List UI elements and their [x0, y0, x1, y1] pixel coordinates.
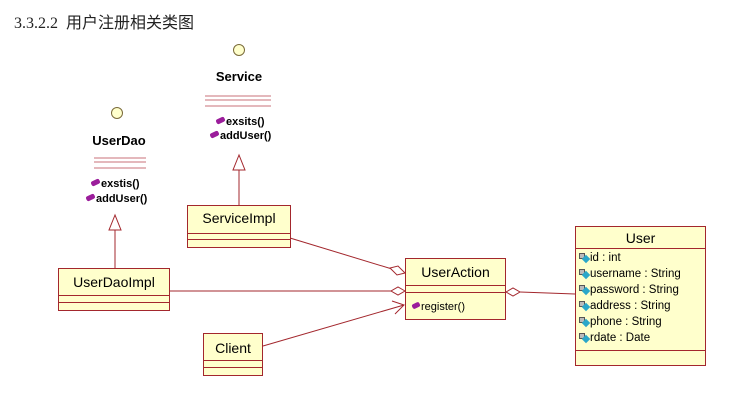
class-compartment: [576, 350, 705, 351]
useraction-class: [405, 258, 506, 320]
association-client-useraction: [262, 300, 405, 347]
user-attribute-password: password : String: [579, 284, 679, 296]
client-class: [203, 333, 263, 376]
operation-icon: [215, 116, 226, 125]
serviceimpl-class-name: ServiceImpl: [202, 210, 276, 226]
useraction-class-name: UserAction: [421, 264, 490, 280]
class-compartment: [59, 302, 169, 303]
service-operation-adduser: addUser(): [209, 130, 271, 142]
section-title: 用户注册相关类图: [66, 15, 195, 32]
user-attribute-address: address : String: [579, 300, 671, 312]
service-separators: [205, 95, 271, 107]
client-class-name: Client: [215, 340, 251, 356]
userdao-interface-name: UserDao: [92, 133, 146, 148]
user-attribute-id: id : int: [579, 252, 621, 264]
userdaoimpl-class-name: UserDaoImpl: [73, 274, 155, 290]
user-attribute-username: username : String: [579, 268, 681, 280]
service-operation-exsits: exsits(): [215, 116, 265, 128]
user-class: [575, 226, 706, 366]
userdao-interface-icon: [111, 107, 123, 119]
class-compartment: [406, 292, 505, 293]
attribute-icon: [579, 269, 591, 280]
user-attribute-rdate: rdate : Date: [579, 332, 650, 344]
aggregation-useraction-user: [504, 287, 576, 297]
section-heading: 3.3.2.2 用户注册相关类图: [14, 9, 194, 33]
attribute-icon: [579, 317, 591, 328]
userdaoimpl-class: [58, 268, 170, 311]
user-attribute-phone: phone : String: [579, 316, 662, 328]
class-compartment: [204, 367, 262, 368]
useraction-operation-register: register(): [411, 301, 465, 313]
realization-userdaoimpl-userdao: [108, 213, 122, 268]
attribute-icon: [579, 285, 591, 296]
class-compartment: [188, 233, 290, 234]
section-number: 3.3.2.2: [14, 15, 58, 32]
service-interface-name: Service: [215, 69, 263, 84]
attribute-icon: [579, 253, 591, 264]
service-interface-icon: [233, 44, 245, 56]
class-compartment: [406, 285, 505, 286]
class-compartment: [59, 295, 169, 296]
class-compartment: [576, 248, 705, 249]
attribute-icon: [579, 333, 591, 344]
serviceimpl-class: [187, 205, 291, 248]
realization-serviceimpl-service: [232, 153, 246, 206]
aggregation-useraction-serviceimpl: [289, 237, 406, 276]
aggregation-useraction-userdaoimpl: [170, 286, 407, 296]
attribute-icon: [579, 301, 591, 312]
userdao-operation-adduser: addUser(): [85, 193, 147, 205]
class-compartment: [188, 239, 290, 240]
userdao-operation-exstis: exstis(): [90, 178, 140, 190]
operation-icon: [209, 130, 220, 139]
class-compartment: [204, 360, 262, 361]
userdao-separators: [94, 157, 146, 169]
operation-icon: [85, 193, 96, 202]
operation-icon: [411, 301, 421, 310]
user-class-name: User: [625, 230, 656, 246]
operation-icon: [90, 178, 101, 187]
